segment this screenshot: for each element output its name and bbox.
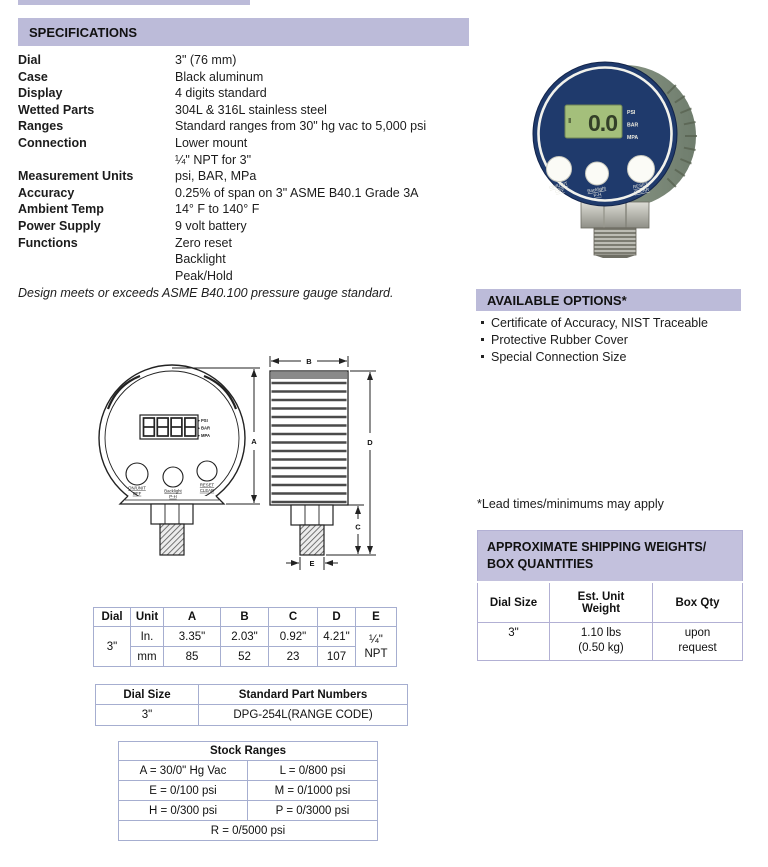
spec-row: Accuracy 0.25% of span on 3" ASME B40.1 … bbox=[18, 185, 419, 200]
drawing-reset-label: RESET bbox=[200, 483, 215, 488]
stock-table-footer-row: R = 0/5000 psi bbox=[118, 820, 378, 841]
backlight-button-label: Backlight bbox=[587, 185, 607, 193]
lcd-value: 0.0 bbox=[588, 110, 617, 136]
spec-row: Functions Zero reset Backlight Peak/Hold bbox=[18, 235, 233, 283]
spec-row: Dial 3" (76 mm) bbox=[18, 53, 237, 67]
available-options-header-label: AVAILABLE OPTIONS* bbox=[487, 292, 627, 308]
spec-row: Wetted Parts 304L & 316L stainless steel bbox=[18, 102, 327, 117]
available-options-header: AVAILABLE OPTIONS* bbox=[476, 289, 741, 311]
onoff-button bbox=[546, 156, 572, 182]
part-table-header: Dial Size Standard Part Numbers bbox=[95, 684, 408, 705]
spec-row: Case Black aluminum bbox=[18, 69, 264, 84]
bullet-icon bbox=[481, 338, 484, 341]
dim-label-e: E bbox=[309, 559, 314, 568]
bullet-icon bbox=[481, 355, 484, 358]
options-list: Certificate of Accuracy, NIST Traceable … bbox=[478, 315, 764, 366]
lead-time-note: *Lead times/minimums may apply bbox=[477, 497, 664, 511]
reset-button-label: RESET bbox=[632, 181, 648, 189]
dim-table-row-mm: mm 85 52 23 107 bbox=[94, 646, 397, 667]
spec-row: Display 4 digits standard bbox=[18, 86, 267, 101]
spec-row: Measurement Units psi, BAR, MPa bbox=[18, 169, 257, 184]
gauge-buttons bbox=[546, 155, 655, 186]
shipping-table-title: APPROXIMATE SHIPPING WEIGHTS/ BOX QUANTI… bbox=[476, 530, 744, 583]
reset-button-label2: CLEAR bbox=[634, 187, 651, 195]
part-table-row: 3" DPG-254L(RANGE CODE) bbox=[95, 704, 408, 726]
spec-row: Power Supply 9 volt battery bbox=[18, 218, 247, 233]
stock-table: Stock Ranges A = 30/0" Hg Vac L = 0/800 … bbox=[118, 741, 378, 841]
dimension-lines bbox=[172, 356, 376, 570]
shipping-data-row: 3" 1.10 lbs (0.50 kg) upon request bbox=[477, 622, 744, 661]
drawing-onoff-label: ON/UNIT bbox=[128, 486, 146, 491]
spec-list: Dial 3" (76 mm) Case Black aluminum Disp… bbox=[18, 52, 470, 284]
stock-table-row: H = 0/300 psi P = 0/3000 psi bbox=[118, 800, 378, 821]
option-item: Certificate of Accuracy, NIST Traceable bbox=[478, 315, 764, 332]
front-view: PSI BAR MPA ON/UNIT OFF Backlight P-H RE… bbox=[92, 364, 250, 556]
lcd-low-batt-mark bbox=[568, 118, 571, 123]
top-strip bbox=[18, 0, 250, 5]
drawing-backlight-label2: P-H bbox=[169, 494, 176, 499]
gauge-lcd bbox=[564, 104, 623, 139]
design-standard-note: Design meets or exceeds ASME B40.100 pre… bbox=[18, 286, 394, 300]
side-view bbox=[269, 370, 349, 556]
part-table: Dial Size Standard Part Numbers 3" DPG-2… bbox=[95, 684, 408, 726]
specifications-header-label: SPECIFICATIONS bbox=[29, 24, 138, 40]
drawing-reset-label2: CLEAR bbox=[200, 488, 214, 493]
stock-table-row: A = 30/0" Hg Vac L = 0/800 psi bbox=[118, 760, 378, 781]
stock-table-title-row: Stock Ranges bbox=[118, 741, 378, 761]
unit-label-mpa: MPA bbox=[627, 135, 638, 141]
dim-label-a: A bbox=[251, 437, 257, 446]
onoff-button-label2: OFF bbox=[555, 187, 565, 194]
drawing-backlight-label: Backlight bbox=[164, 489, 182, 494]
unit-label-bar: BAR bbox=[627, 123, 638, 129]
backlight-button-label2: P-H bbox=[593, 192, 602, 198]
gauge-ring bbox=[537, 66, 673, 202]
product-photo: 0.0 PSI BAR MPA ON/UNIT OFF Backlight P-… bbox=[532, 61, 697, 258]
spec-row: Connection Lower mount ¼" NPT for 3" bbox=[18, 135, 252, 167]
dim-table-header: Dial Unit A B C D E bbox=[93, 607, 397, 627]
stock-table-row: E = 0/100 psi M = 0/1000 psi bbox=[118, 780, 378, 801]
shipping-table: APPROXIMATE SHIPPING WEIGHTS/ BOX QUANTI… bbox=[476, 530, 744, 661]
option-item: Special Connection Size bbox=[478, 349, 764, 366]
drawing-onoff-label2: OFF bbox=[133, 491, 142, 496]
dim-table: Dial Unit A B C D E 3" In. 3.35" 2.03" 0… bbox=[93, 607, 397, 667]
dimension-drawing: PSI BAR MPA ON/UNIT OFF Backlight P-H RE… bbox=[92, 356, 376, 570]
backlight-button bbox=[585, 161, 609, 186]
spec-row: Ambient Temp 14° F to 140° F bbox=[18, 202, 260, 217]
drawing-unit-bar: BAR bbox=[201, 426, 210, 431]
option-item: Protective Rubber Cover bbox=[478, 332, 764, 349]
drawing-unit-psi: PSI bbox=[201, 418, 208, 423]
specifications-header: SPECIFICATIONS bbox=[18, 18, 469, 46]
onoff-button-label: ON/UNIT bbox=[549, 181, 569, 190]
dim-label-b: B bbox=[306, 357, 312, 366]
vent-slot-left bbox=[106, 374, 141, 410]
unit-label-psi: PSI bbox=[627, 110, 636, 116]
dim-label-d: D bbox=[367, 438, 373, 447]
bullet-icon bbox=[481, 321, 484, 324]
vent-slot-right bbox=[203, 374, 238, 410]
dim-label-c: C bbox=[355, 523, 361, 532]
spec-row: Ranges Standard ranges from 30" hg vac t… bbox=[18, 119, 427, 134]
dim-table-row-in: 3" In. 3.35" 2.03" 0.92" 4.21" ¼" NPT bbox=[93, 626, 397, 667]
shipping-header-row: Dial Size Est. Unit Weight Box Qty bbox=[477, 581, 744, 623]
reset-button bbox=[627, 155, 655, 183]
drawing-unit-mpa: MPA bbox=[201, 433, 210, 438]
